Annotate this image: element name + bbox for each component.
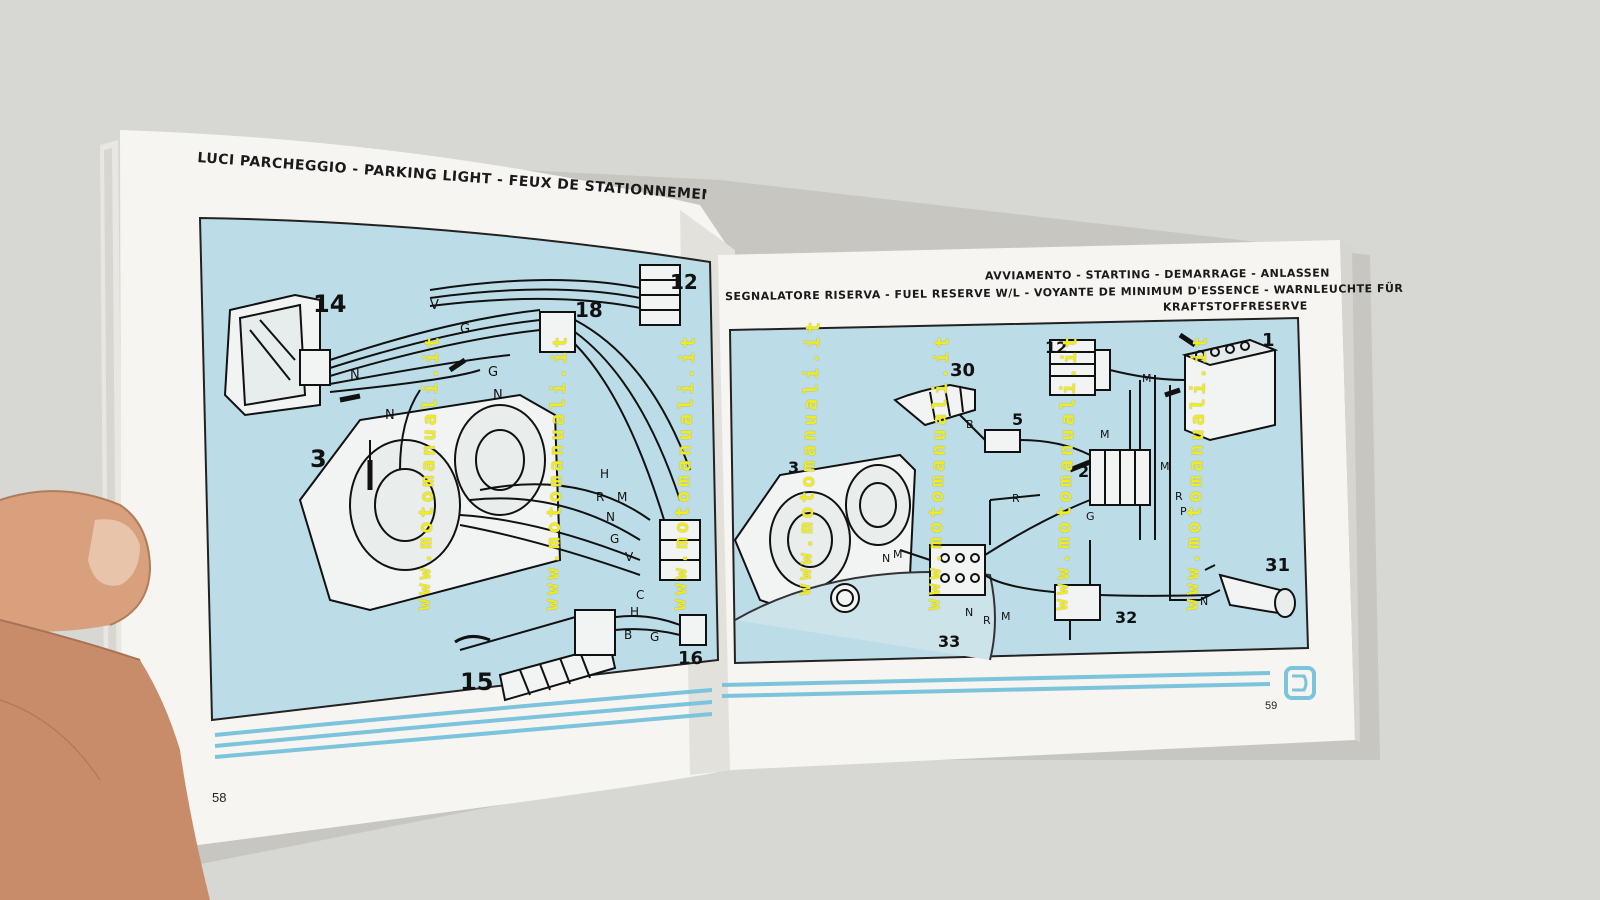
wire-letter: C [636, 588, 645, 602]
wire-letter: H [600, 467, 610, 481]
wire-letter: M [617, 490, 628, 504]
wire-letter: M [1160, 460, 1170, 473]
wire-letter: H [630, 605, 640, 619]
publisher-logo [1284, 666, 1316, 700]
right-page-heading-line3: KRAFTSTOFFRESERVE [1162, 299, 1308, 314]
wire-letter: V [430, 298, 439, 313]
wire-letter: R [1175, 490, 1183, 503]
wire-letter: M [1142, 372, 1152, 385]
palm [0, 620, 210, 900]
wire-letter: M [1001, 610, 1011, 623]
wire-letter: R [983, 614, 991, 627]
component-number: 32 [1115, 608, 1138, 627]
wire-letter: G [1086, 510, 1095, 523]
component-number: 33 [938, 632, 961, 651]
wire-letter: R [1012, 492, 1020, 505]
left-page-number: 58 [212, 790, 227, 805]
wire-letter: G [650, 630, 660, 644]
component-number: 18 [575, 298, 603, 322]
component-number: 1 [1262, 330, 1275, 351]
wire-letter: N [882, 552, 891, 565]
wire-letter: V [625, 550, 634, 564]
wire-letter: G [460, 322, 471, 337]
wire-letter: M [1100, 428, 1110, 441]
wire-letter: P [1180, 505, 1187, 518]
wire-letter: N [965, 606, 974, 619]
component-number: 2 [1078, 462, 1090, 481]
wire-letter: M [893, 548, 903, 561]
component-number: 15 [460, 668, 494, 696]
component-number: 3 [788, 458, 800, 477]
component-number: 12 [670, 270, 698, 294]
wire-letter: R [596, 490, 605, 504]
component-number: 16 [678, 648, 704, 669]
wire-letter: B [624, 628, 633, 642]
wire-letter: N [606, 510, 615, 524]
wire-letter: N [1200, 595, 1209, 608]
wire-letter: G [610, 532, 620, 546]
wire-letter: N [385, 408, 395, 423]
wire-letter: N [493, 388, 503, 403]
component-number: 3 [310, 445, 327, 473]
component-number: 30 [950, 360, 976, 381]
component-number: 31 [1265, 555, 1291, 576]
component-number: 5 [1012, 410, 1024, 429]
wire-letter: G [488, 365, 499, 380]
component-number: 14 [313, 290, 347, 318]
wire-letter: N [350, 368, 360, 383]
wire-letter: B [966, 418, 974, 431]
component-number: 12 [1045, 338, 1068, 357]
right-page-number: 59 [1265, 700, 1278, 712]
